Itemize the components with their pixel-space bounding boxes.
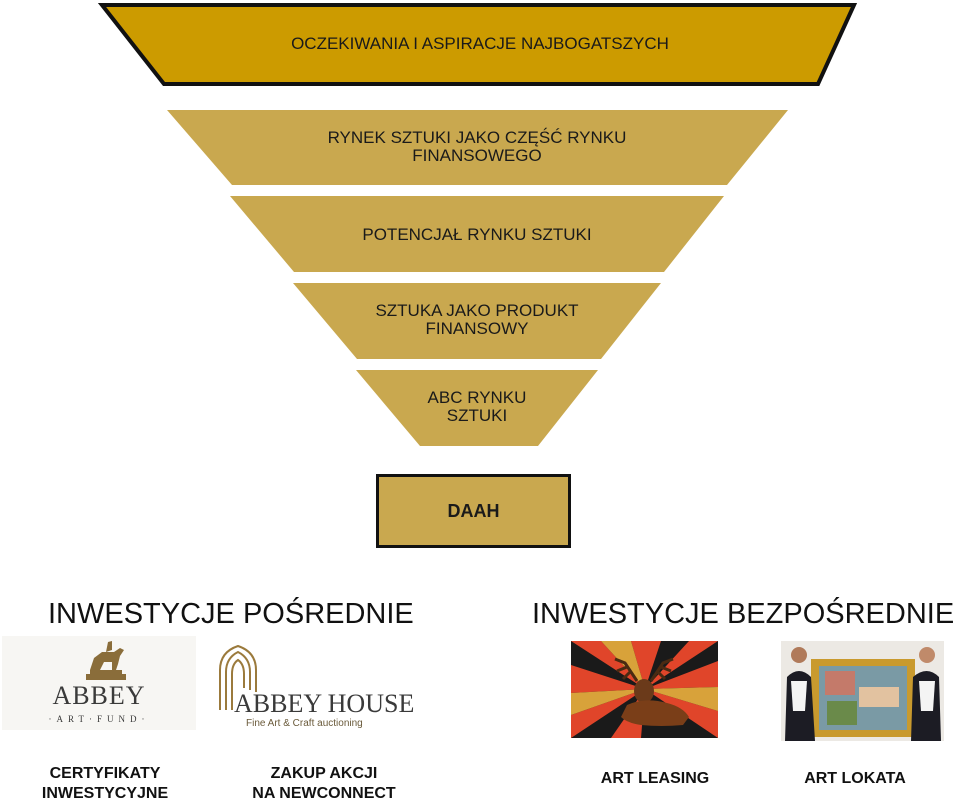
abbey-art-fund-logo: ABBEY ·ART·FUND· bbox=[2, 636, 196, 730]
funnel-level-1-text: OCZEKIWANIA I ASPIRACJE NAJBOGATSZYCH bbox=[160, 35, 800, 53]
art-lokata-caption: ART LOKATA bbox=[804, 770, 906, 787]
funnel-level-5 bbox=[356, 370, 598, 446]
newconnect-shares-caption: ZAKUP AKCJI NA NEWCONNECT bbox=[252, 765, 396, 802]
funnel-level-5-line2: SZTUKI bbox=[446, 406, 508, 425]
funnel-level-2-line1: RYNEK SZTUKI JAKO CZĘŚĆ RYNKU bbox=[327, 128, 627, 147]
art-leasing-caption: ART LEASING bbox=[600, 770, 710, 787]
funnel-level-4 bbox=[293, 283, 661, 359]
funnel-level-3-line1: POTENCJAŁ RYNKU SZTUKI bbox=[362, 225, 592, 244]
daah-box: DAAH bbox=[376, 474, 571, 548]
abbey-house-logo-sub: Fine Art & Craft auctioning bbox=[246, 718, 363, 729]
funnel-diagram bbox=[97, 3, 858, 446]
framed-painting-image bbox=[781, 641, 944, 741]
abbey-house-logo: ABBEY HOUSE Fine Art & Craft auctioning bbox=[212, 640, 426, 732]
funnel-level-2-line2: FINANSOWEGO bbox=[412, 146, 542, 165]
funnel-level-4-line2: FINANSOWY bbox=[425, 319, 529, 338]
funnel-level-1 bbox=[97, 3, 858, 86]
abbey-logo-name: ABBEY bbox=[52, 681, 145, 710]
funnel-level-5-line1: ABC RYNKU bbox=[427, 388, 527, 407]
funnel-level-4-line1: SZTUKA JAKO PRODUKT bbox=[375, 301, 579, 320]
stag-painting-image bbox=[571, 641, 718, 738]
certificates-caption: CERTYFIKATY INWESTYCYJNE bbox=[41, 765, 169, 802]
abbey-house-logo-name: ABBEY HOUSE bbox=[234, 689, 414, 718]
funnel-level-3-text: POTENCJAŁ RYNKU SZTUKI bbox=[230, 226, 724, 244]
indirect-investments-title: INWESTYCJE POŚREDNIE bbox=[48, 598, 414, 630]
direct-investments-title: INWESTYCJE BEZPOŚREDNIE bbox=[532, 598, 955, 630]
funnel-level-4-text: SZTUKA JAKO PRODUKT FINANSOWY bbox=[293, 302, 661, 338]
funnel-level-5-text: ABC RYNKU SZTUKI bbox=[356, 389, 598, 425]
gothic-arch-icon: ABBEY HOUSE Fine Art & Craft auctioning bbox=[219, 644, 414, 729]
funnel-level-2 bbox=[167, 110, 788, 185]
abbey-logo-sub: ·ART·FUND· bbox=[49, 714, 150, 724]
daah-label: DAAH bbox=[447, 500, 500, 521]
funnel-level-1-line1: OCZEKIWANIA I ASPIRACJE NAJBOGATSZYCH bbox=[291, 34, 669, 53]
funnel-level-3 bbox=[230, 196, 724, 272]
equestrian-statue-icon: ABBEY ·ART·FUND· bbox=[49, 641, 150, 724]
funnel-level-2-text: RYNEK SZTUKI JAKO CZĘŚĆ RYNKU FINANSOWEG… bbox=[230, 129, 724, 165]
